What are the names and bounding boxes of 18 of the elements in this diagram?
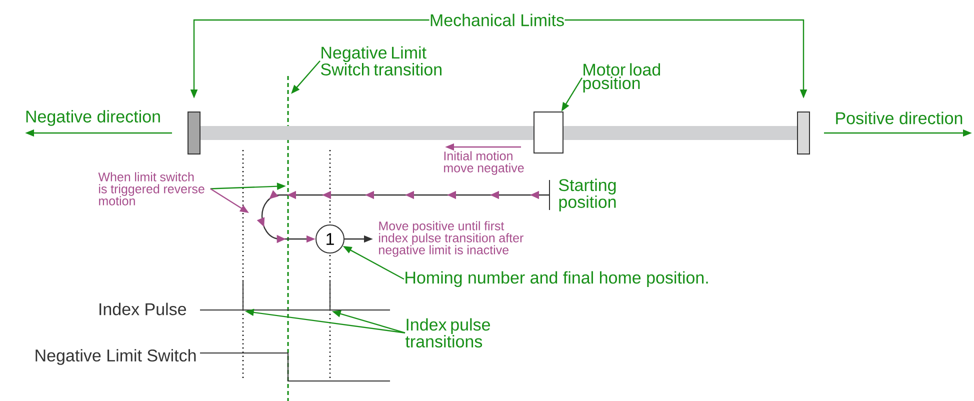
callout-text: Homing number and final home position. (406, 271, 708, 288)
callout-text: Index pulse transitions (405, 318, 490, 348)
end-stop-block (797, 112, 810, 154)
callout-text: Starting position (558, 178, 616, 212)
callout-text: Negative Limit Switch transition (320, 46, 442, 76)
signal-label: Index Pulse (100, 302, 186, 316)
travel-rail (200, 126, 797, 140)
callout-text: When limit switch is triggered reverse motion (98, 172, 204, 206)
signal-label: Negative Limit Switch (36, 349, 196, 365)
callout-text: Motor load position (583, 63, 660, 93)
end-stop-block (188, 112, 200, 154)
callout-text: Mechanical Limits (430, 14, 564, 26)
motion-note: Initial motion move negative (444, 151, 524, 175)
direction-label: Positive direction (836, 112, 962, 124)
index-pulse-waveform (200, 280, 390, 310)
motion-note: Move positive until first index pulse transition after negative limit is inactive (379, 221, 524, 257)
load-block (534, 112, 564, 154)
direction-label: Negative direction (26, 110, 160, 126)
